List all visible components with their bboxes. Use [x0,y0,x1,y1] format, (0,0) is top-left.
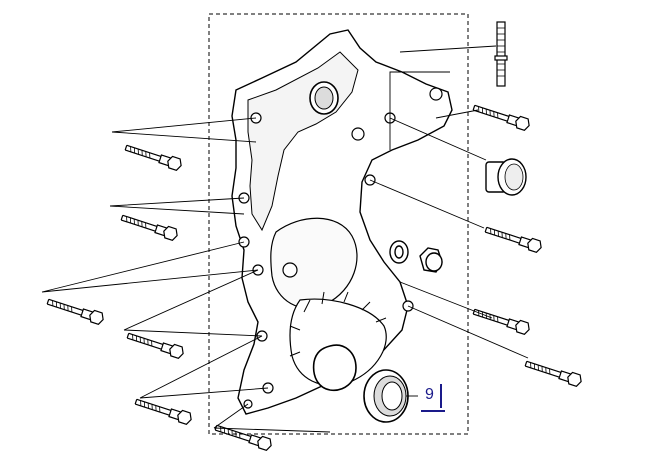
bolt-left [45,295,106,326]
small-plug [419,247,443,273]
bolt-right-upper [483,223,544,254]
bolt-mid-left [119,211,180,242]
bolt-bottom-left [133,395,194,426]
stud-bolt [494,21,508,87]
leader-lines [41,45,529,433]
small-o-ring [389,240,409,264]
bolt-right-middle [471,305,532,336]
bolt-right-lower [523,357,584,388]
cap-plug [485,158,527,196]
bolt-bottom [213,421,274,452]
crankshaft-oil-seal [363,369,409,423]
assembly-frame [208,13,469,435]
timing-chain-cover [231,29,453,415]
bolt-lower-left [125,329,186,360]
upper-oil-seal [309,81,339,115]
callout-underline [421,410,445,412]
bolt-top-right [471,101,532,132]
callout-tick [440,384,442,408]
part-callout-9[interactable]: 9 [425,386,434,403]
bolt-upper-left [123,141,184,172]
